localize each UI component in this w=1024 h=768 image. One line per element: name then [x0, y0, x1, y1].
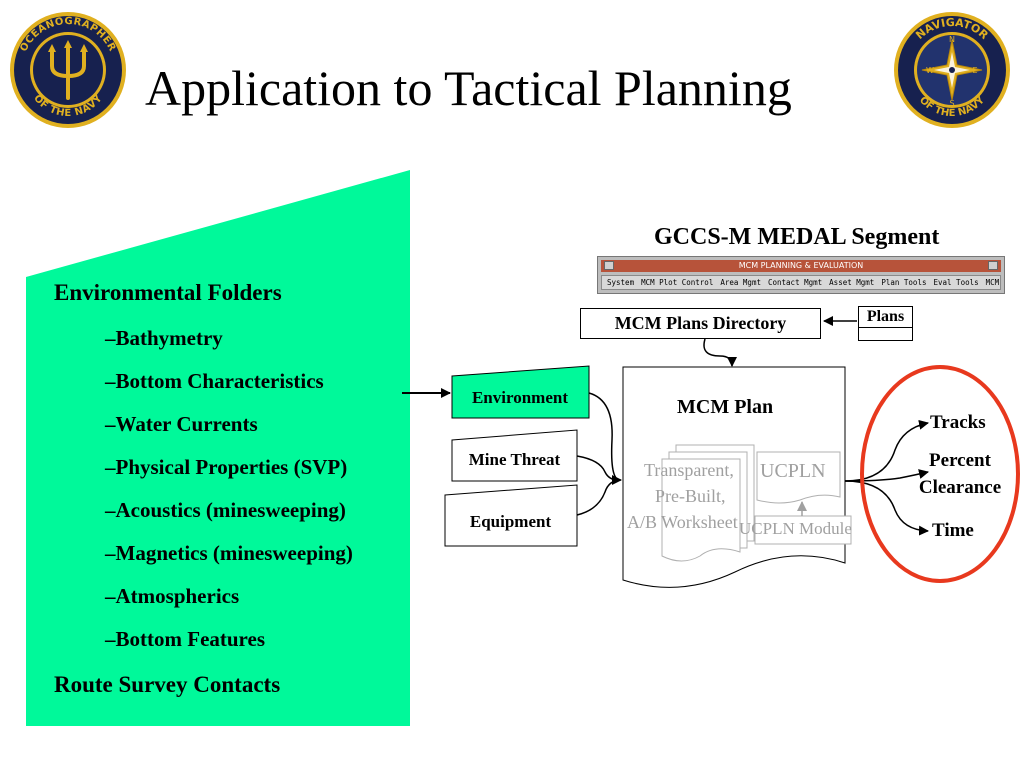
- segment-label: GCCS-M MEDAL Segment: [654, 224, 940, 250]
- svg-text:W: W: [926, 66, 934, 75]
- environment-shape: [451, 365, 590, 419]
- equipment-shape: [444, 484, 578, 547]
- worksheet-stack: [661, 444, 755, 562]
- output-time: Time: [932, 520, 974, 541]
- menu-item-mcm-comms[interactable]: MCM Comms: [985, 278, 1000, 287]
- environment-label: Environment: [471, 388, 569, 407]
- svg-text:S: S: [949, 99, 954, 108]
- outputs-highlight-ellipse: [860, 365, 1020, 583]
- folder-item-bottom-characteristics: –Bottom Characteristics: [105, 369, 324, 393]
- worksheet-label-line-1: Transparent,: [644, 460, 734, 480]
- svg-text:N: N: [949, 35, 955, 44]
- plans-label: Plans: [866, 308, 905, 325]
- compass-rose-icon: [921, 39, 983, 101]
- menu-item-asset-mgmt[interactable]: Asset Mgmt: [829, 278, 875, 287]
- equipment-connector: [576, 475, 622, 516]
- environmental-folders-heading: Environmental Folders: [54, 280, 282, 305]
- folder-item-atmospherics: –Atmospherics: [105, 584, 240, 608]
- output-tracks: Tracks: [930, 412, 986, 433]
- directory-to-plan-arrow: [703, 338, 737, 367]
- menu-item-eval-tools[interactable]: Eval Tools: [933, 278, 979, 287]
- menu-item-system[interactable]: System: [607, 278, 635, 287]
- svg-text:E: E: [972, 66, 977, 75]
- slide-title: Application to Tactical Planning: [145, 60, 792, 116]
- folder-item-bottom-features: –Bottom Features: [105, 627, 265, 651]
- ucpln-module-box: [754, 515, 852, 545]
- mcm-plans-directory-box: MCM Plans Directory: [580, 308, 821, 339]
- environmental-panel: [26, 170, 410, 726]
- folder-item-physical-properties: –Physical Properties (SVP): [105, 455, 348, 479]
- menu-item-contact-mgmt[interactable]: Contact Mgmt: [767, 278, 823, 287]
- route-survey-contacts-heading: Route Survey Contacts: [54, 672, 281, 697]
- worksheet-label-line-3: A/B Worksheet: [627, 512, 738, 532]
- folder-item-acoustics: –Acoustics (minesweeping): [105, 498, 346, 522]
- ucpln-document: [756, 451, 841, 504]
- oceanographer-seal-logo: OCEANOGRAPHER OF THE NAVY: [10, 12, 126, 128]
- environment-connector: [588, 392, 621, 481]
- window-title-bar: MCM PLANNING & EVALUATION: [601, 260, 1001, 272]
- tracks-arrow: [844, 419, 929, 482]
- menu-item-area-mgmt[interactable]: Area Mgmt: [720, 278, 761, 287]
- equipment-label: Equipment: [469, 512, 552, 531]
- menu-item-mcm-plot-control[interactable]: MCM Plot Control: [641, 278, 714, 287]
- window-minimize-button[interactable]: [988, 261, 998, 270]
- trident-icon: [50, 44, 86, 100]
- menu-item-plan-tools[interactable]: Plan Tools: [881, 278, 927, 287]
- plans-menu-box: Plans: [858, 306, 913, 341]
- output-percent: Percent: [929, 450, 991, 471]
- mcm-plan-title: MCM Plan: [677, 396, 774, 418]
- worksheet-label-line-2: Pre-Built,: [655, 486, 726, 506]
- ucpln-module-label: UCPLN Module: [739, 519, 852, 538]
- mine-threat-label: Mine Threat: [468, 450, 561, 469]
- plans-divider: [859, 327, 912, 328]
- ucpln-label: UCPLN: [760, 460, 826, 482]
- folder-item-magnetics: –Magnetics (minesweeping): [105, 541, 353, 565]
- time-arrow: [844, 480, 929, 536]
- output-clearance: Clearance: [918, 477, 1002, 498]
- folder-item-bathymetry: –Bathymetry: [105, 326, 223, 350]
- folder-item-water-currents: –Water Currents: [105, 412, 258, 436]
- window-menu-button[interactable]: [604, 261, 614, 270]
- navigator-seal-logo: NAVIGATOR OF THE NAVY N S W E: [894, 12, 1010, 128]
- mcm-planning-window: MCM PLANNING & EVALUATION System MCM Plo…: [597, 256, 1005, 294]
- menu-bar: System MCM Plot Control Area Mgmt Contac…: [601, 275, 1001, 290]
- mine-threat-shape: [451, 429, 578, 482]
